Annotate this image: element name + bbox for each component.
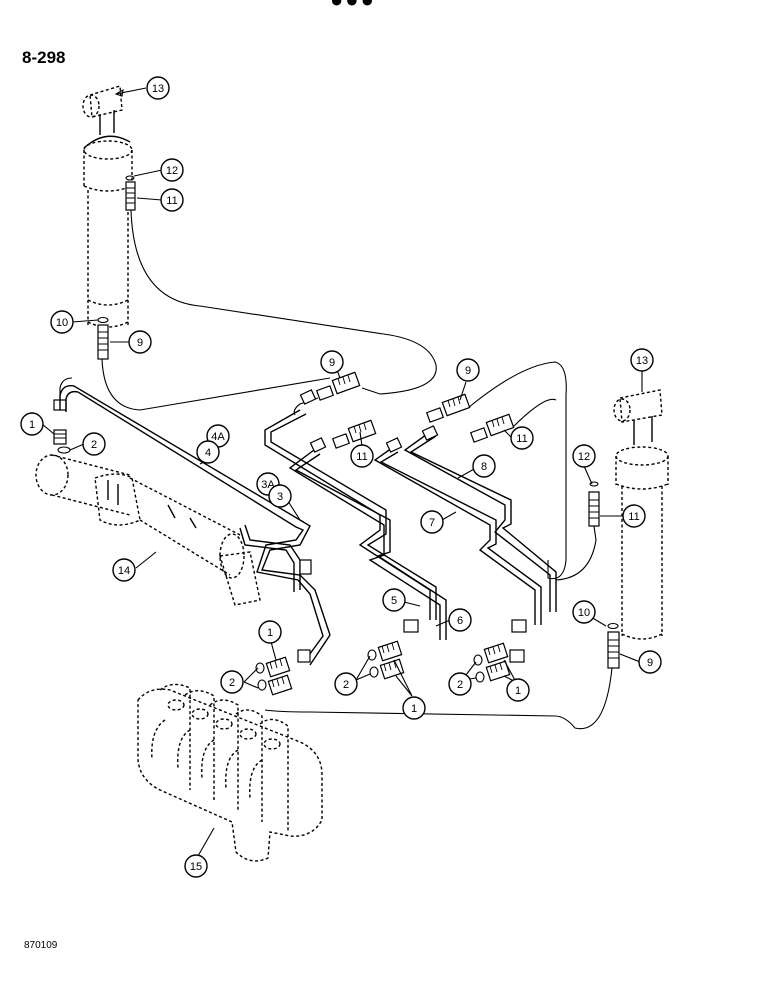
callout-9-center: 9 (320, 350, 344, 374)
svg-text:5: 5 (391, 595, 397, 607)
callout-13-top: 13 (146, 76, 170, 100)
svg-text:1: 1 (515, 685, 521, 697)
svg-text:12: 12 (578, 451, 590, 463)
hoses (101, 209, 613, 730)
svg-text:13: 13 (152, 83, 164, 95)
svg-text:2: 2 (229, 677, 235, 689)
callout-2-right: 2 (448, 672, 472, 696)
svg-text:9: 9 (465, 365, 471, 377)
callout-12-right: 12 (572, 444, 596, 468)
page-number: 8-298 (22, 48, 66, 67)
svg-text:1: 1 (411, 703, 417, 715)
svg-text:7: 7 (429, 517, 435, 529)
svg-text:11: 11 (356, 451, 367, 463)
callout-11-top: 11 (160, 188, 184, 212)
svg-text:10: 10 (578, 607, 590, 619)
svg-text:14: 14 (118, 565, 130, 577)
callout-11-center: 11 (350, 444, 374, 468)
callout-1-lower-left: 1 (258, 620, 282, 644)
cylinder-14 (35, 454, 261, 606)
svg-text:13: 13 (636, 355, 648, 367)
callout-11-right: 11 (510, 426, 534, 450)
figure-code: 870109 (24, 940, 58, 951)
control-valve-15 (137, 683, 323, 862)
callout-2-lower-left: 2 (220, 670, 244, 694)
svg-text:2: 2 (457, 679, 463, 691)
callout-7: 7 (420, 510, 444, 534)
callout-14: 14 (112, 558, 136, 582)
svg-text:11: 11 (166, 195, 177, 207)
svg-text:9: 9 (647, 657, 653, 669)
right-cylinder (588, 389, 669, 669)
hose-ends-center (53, 371, 515, 449)
callout-13-right: 13 (630, 348, 654, 372)
fittings-items-1-2 (53, 429, 511, 696)
svg-text:11: 11 (516, 433, 527, 445)
svg-text:12: 12 (166, 165, 178, 177)
svg-text:6: 6 (457, 615, 463, 627)
callout-8: 8 (472, 454, 496, 478)
callout-9-left: 9 (128, 330, 152, 354)
svg-text:2: 2 (91, 439, 97, 451)
left-cylinder (82, 85, 136, 360)
callout-1-right: 1 (506, 678, 530, 702)
callout-3: 3 (268, 484, 292, 508)
svg-text:3: 3 (277, 491, 283, 503)
callout-1-left: 1 (20, 412, 44, 436)
callout-9-far-right: 9 (638, 650, 662, 674)
tube-end-fittings (297, 389, 527, 663)
callout-1-center: 1 (402, 696, 426, 720)
callout-12-top: 12 (160, 158, 184, 182)
svg-text:15: 15 (190, 861, 202, 873)
callout-2-center: 2 (334, 672, 358, 696)
callout-2-left: 2 (82, 432, 106, 456)
svg-text:9: 9 (137, 337, 143, 349)
callout-5: 5 (382, 588, 406, 612)
callout-4: 4 (196, 440, 220, 464)
svg-text:9: 9 (329, 357, 335, 369)
callout-6: 6 (448, 608, 472, 632)
callout-11-far-right: 11 (622, 504, 646, 528)
steel-tubes (59, 385, 557, 666)
svg-text:4A: 4A (211, 431, 225, 443)
svg-text:4: 4 (205, 447, 211, 459)
svg-text:1: 1 (267, 627, 273, 639)
callout-10-right: 10 (572, 600, 596, 624)
cropped-heading-fragment: ●●● (330, 0, 550, 6)
svg-text:2: 2 (343, 679, 349, 691)
callout-10-left: 10 (50, 310, 74, 334)
svg-text:10: 10 (56, 317, 68, 329)
svg-text:1: 1 (29, 419, 35, 431)
callout-15: 15 (184, 854, 208, 878)
callout-9-right: 9 (456, 358, 480, 382)
svg-text:8: 8 (481, 461, 487, 473)
svg-text:11: 11 (628, 511, 639, 523)
